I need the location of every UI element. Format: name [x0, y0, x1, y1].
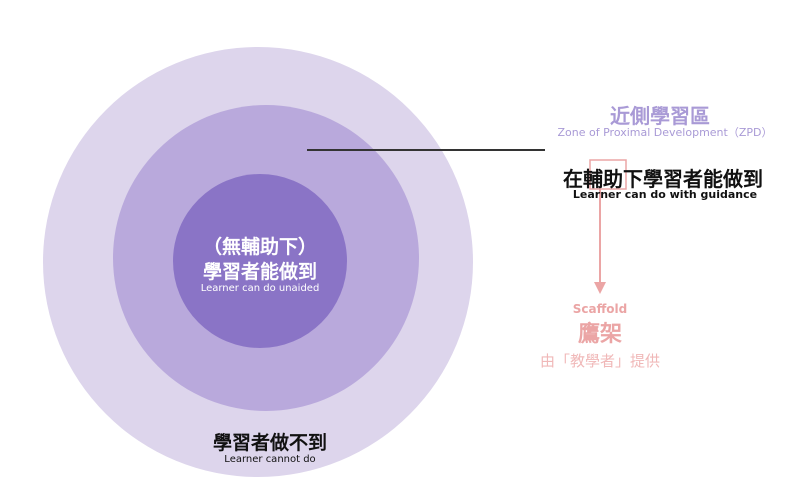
- unaided-line2: 學習者能做到: [202, 261, 317, 283]
- cannot-en: Learner cannot do: [224, 454, 316, 465]
- unaided-en: Learner can do unaided: [200, 283, 320, 294]
- unaided-line1: （無輔助下）: [202, 236, 317, 258]
- scaffold-en: Scaffold: [572, 302, 628, 316]
- cannot-zh: 學習者做不到: [212, 432, 327, 454]
- scaffold-zh: 鷹架: [577, 322, 622, 347]
- inner-circle-unaided: [173, 174, 347, 348]
- guidance-pre: 在: [563, 167, 583, 191]
- zpd-subtitle: Zone of Proximal Development（ZPD）: [557, 126, 773, 139]
- arrow-head-icon: [594, 282, 606, 294]
- guidance-en: Learner can do with guidance: [572, 188, 758, 201]
- guidance-post: 下學習者能做到: [623, 167, 763, 191]
- guidance-boxed: 輔助: [583, 167, 623, 191]
- highlight-box: [589, 159, 627, 190]
- scaffold-note: 由「教學者」提供: [539, 352, 660, 370]
- guidance-label: 在輔助下學習者能做到: [548, 163, 778, 192]
- zpd-title: 近側學習區: [610, 104, 710, 128]
